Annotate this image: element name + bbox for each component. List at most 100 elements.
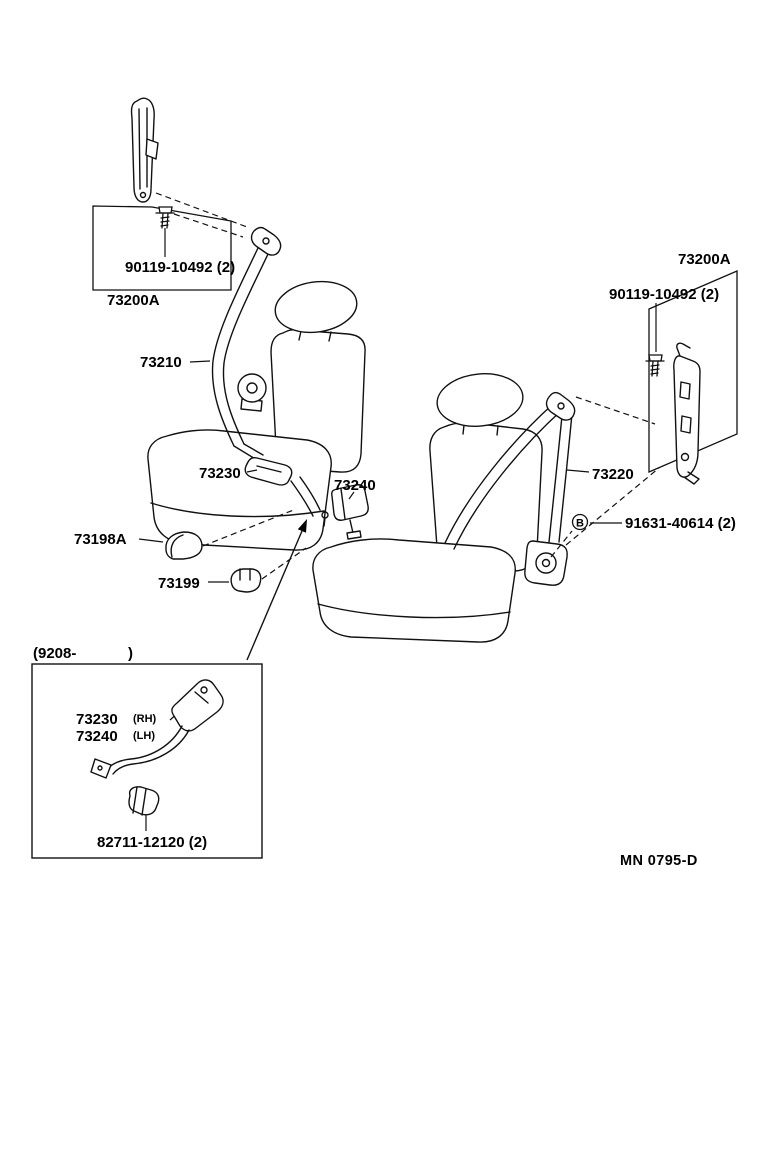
shoulder-anchor-bolt-hole-right [557, 402, 565, 410]
leader-73210 [189, 360, 211, 363]
label-73200a-left: 73200A [107, 292, 160, 309]
label-inset-applicability-open: (9208- [33, 645, 76, 662]
label-90119-right: 90119-10492 (2) [609, 286, 719, 303]
right-seat-cushion [312, 538, 516, 643]
inset-clamp-drawing [128, 786, 160, 816]
leader-73240 [348, 491, 355, 500]
anchor-pillar-part-right [673, 342, 701, 485]
cover-outline [165, 531, 203, 560]
left-seat-cushion [147, 429, 332, 551]
strap-anchor-tail [349, 519, 354, 534]
dashed-cover-to-seat [202, 508, 297, 547]
anchor-stud-shaft [323, 517, 326, 527]
retractor-housing-right [524, 540, 568, 586]
pillar-anchor-foot [683, 471, 700, 485]
inset-buckle-drawing [90, 679, 224, 779]
buckle-73230-drawing [244, 456, 329, 527]
right-seat-belt-73220 [444, 391, 576, 586]
label-73230: 73230 [199, 465, 241, 482]
buckle-body [244, 456, 293, 486]
label-73220: 73220 [592, 466, 634, 483]
label-73210: 73210 [140, 354, 182, 371]
bolt-threads [650, 364, 660, 375]
bolt-head [648, 354, 663, 362]
label-inset-73230: 73230 [76, 711, 118, 728]
inset-buckle-body [171, 679, 224, 732]
anchor-strip-hook [139, 191, 147, 199]
retractor-reel-right [535, 552, 557, 574]
buckle-slot [256, 465, 282, 473]
anchor-strip-slider-tab [145, 138, 159, 160]
label-inset-82711: 82711-12120 (2) [97, 834, 207, 851]
assembly-dashed-lines [155, 192, 660, 580]
anchor-strip-part-left [130, 97, 159, 203]
inset-buckle-slot [194, 691, 209, 704]
dashed-retractor-to-pillar [565, 467, 660, 546]
right-cushion-contour [317, 603, 511, 619]
strap-anchor-plate [346, 530, 362, 540]
strap-fold-line [340, 488, 346, 520]
belt-webbing-right-1 [548, 415, 563, 543]
pillar-anchor-top-tab [676, 342, 691, 357]
strap-webbing [331, 484, 369, 521]
pillar-anchor-slot-2 [680, 415, 692, 434]
label-inset-73240-side: (LH) [133, 730, 155, 742]
label-73198a: 73198A [74, 531, 127, 548]
shoulder-anchor-bracket [250, 226, 282, 256]
label-90119-left: 90119-10492 (2) [125, 259, 235, 276]
leader-73220 [566, 469, 590, 473]
bolt-90119-left-drawing [155, 206, 175, 229]
belt-shoulder-across-2 [453, 409, 563, 550]
left-seat-drawing [147, 280, 366, 551]
bolt-head [158, 206, 173, 214]
cover-inner-line [170, 534, 184, 558]
drawing-code: MN 0795-D [620, 853, 698, 869]
clip-outline [230, 568, 262, 593]
label-73200a-right: 73200A [678, 251, 731, 268]
cover-73198a-drawing [165, 531, 203, 560]
strap-73240-drawing [331, 484, 369, 540]
pointer-arrow [246, 519, 307, 661]
dashed-seat-to-pillar-upper [575, 396, 656, 425]
retractor-hub-right [541, 558, 551, 568]
shoulder-anchor-bracket-right [545, 391, 576, 421]
clip-73199-drawing [230, 568, 262, 593]
dashed-strip-to-anchor-2 [173, 213, 244, 238]
belt-webbing-right-2 [558, 413, 573, 543]
dashed-washer-to-anchor [550, 530, 573, 558]
label-inset-applicability-close: ) [128, 645, 133, 662]
pointer-arrow-head [297, 519, 307, 533]
pillar-anchor-hole [680, 452, 690, 462]
anchor-strip-outline [130, 97, 155, 203]
right-headrest-posts [462, 424, 499, 436]
inset-cable-end-plate [90, 758, 112, 779]
retractor-reel-left [237, 373, 267, 403]
dashed-strip-to-anchor-1 [155, 192, 248, 228]
belt-webbing-outer [211, 247, 259, 447]
bolt-threads [160, 216, 170, 227]
right-headrest [436, 373, 524, 427]
inset-box-border [31, 663, 263, 859]
pointer-arrow-line [246, 530, 303, 661]
inset-clamp-ribs [132, 786, 147, 816]
left-cushion-contour [150, 502, 325, 518]
inset-buckle-button [200, 686, 208, 694]
label-inset-73240: 73240 [76, 728, 118, 745]
belt-webbing-inner [222, 251, 270, 445]
left-headrest-posts [298, 330, 332, 342]
leader-73230 [246, 469, 258, 473]
bolt-90119-right-drawing [645, 354, 665, 377]
retractor-hub-left [246, 382, 258, 394]
inset-buckle-cable-1 [106, 725, 183, 770]
marker-b-letter: B [576, 518, 584, 530]
label-91631: 91631-40614 (2) [625, 515, 736, 532]
left-seat-belt-73210 [211, 226, 282, 461]
label-73240: 73240 [334, 477, 376, 494]
group-box-right [648, 270, 738, 473]
label-inset-73230-side: (RH) [133, 713, 157, 725]
dashed-clip-to-seat [261, 547, 307, 580]
clip-notches [239, 568, 251, 581]
inset-box-group [31, 663, 263, 859]
